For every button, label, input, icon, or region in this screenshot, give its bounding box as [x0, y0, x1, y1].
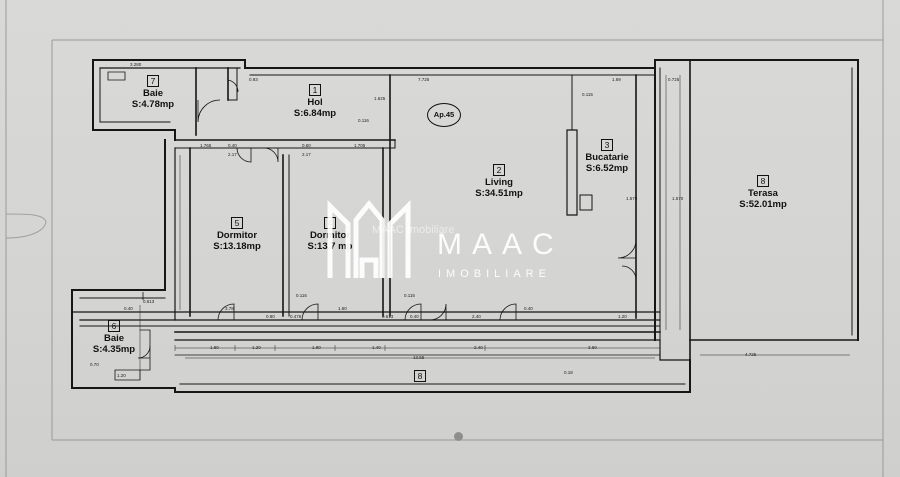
- room-area: S:6.84mp: [293, 108, 337, 119]
- room-number: 7: [147, 75, 159, 87]
- room-name: Baie: [103, 333, 125, 344]
- dim-label: 0.115: [582, 92, 593, 97]
- dimension-lines: [139, 75, 850, 380]
- door-swings: [137, 79, 637, 359]
- dim-label: 0.115: [404, 293, 415, 298]
- dim-label: 1.705: [354, 143, 366, 148]
- room-terasa-label: 8 Terasa S:52.01mp: [728, 175, 798, 210]
- dim-label: 0.80: [266, 314, 275, 319]
- watermark-subtitle: IMOBILIARE: [438, 268, 551, 280]
- dim-label: 1.40: [372, 345, 381, 350]
- dim-label: 0.40: [410, 314, 419, 319]
- room-name: Living: [485, 177, 513, 188]
- room-name: Baie: [142, 88, 164, 99]
- balcony-label: 8: [413, 370, 427, 383]
- room-area: S:52.01mp: [739, 199, 787, 210]
- watermark-faint-text: MAAC Imobiliare: [372, 224, 455, 236]
- apartment-tag: Ap.45: [427, 103, 461, 127]
- dim-label: 0.40: [524, 306, 533, 311]
- sheet-frame: [5, 0, 884, 477]
- dim-label: 13.55: [413, 355, 425, 360]
- room-number: 5: [231, 217, 243, 229]
- dim-label: 0.70: [90, 362, 99, 367]
- watermark-brand: MAAC: [437, 228, 564, 261]
- dim-label: 0.613: [382, 314, 394, 319]
- room-hol-label: 1 Hol S:6.84mp: [288, 84, 342, 119]
- room-number: 8: [757, 175, 769, 187]
- dim-label: 1.20: [117, 373, 126, 378]
- room-living-label: 2 Living S:34.51mp: [468, 164, 530, 199]
- dim-label: 0.60: [302, 143, 311, 148]
- dim-label: 2.40: [474, 345, 483, 350]
- dim-label: 2.40: [472, 314, 481, 319]
- dim-label: 1.60: [338, 306, 347, 311]
- walls: [71, 59, 859, 393]
- maac-logo-icon: [327, 199, 411, 278]
- dim-label: 1.625: [374, 96, 386, 101]
- dim-label: 2.17: [228, 152, 237, 157]
- dim-label: 1.69: [612, 77, 621, 82]
- dim-label: 0.613: [143, 299, 155, 304]
- dim-label: 1.80: [312, 345, 321, 350]
- dim-label: 1.20: [618, 314, 627, 319]
- dim-label: 0.476: [290, 314, 302, 319]
- dim-label: 0.116: [296, 293, 307, 298]
- dim-label: 3.78: [225, 306, 234, 311]
- room-number: 2: [493, 164, 505, 176]
- room-area: S:13.18mp: [213, 241, 261, 252]
- room-number: 1: [309, 84, 321, 96]
- room-name: Terasa: [748, 188, 778, 199]
- dim-label: 1.570: [672, 196, 684, 201]
- dim-label: 3.60: [588, 345, 597, 350]
- room-baie-7-label: 7 Baie S:4.78mp: [124, 75, 182, 110]
- dim-label: 0.40: [228, 143, 237, 148]
- dim-label: 0.18: [564, 370, 573, 375]
- dim-label: 3.280: [130, 62, 142, 67]
- room-name: Hol: [307, 97, 323, 108]
- dim-label: 1.570: [626, 196, 638, 201]
- room-bucatarie-label: 3 Bucatarie S:6.52mp: [578, 139, 636, 174]
- room-number: 3: [601, 139, 613, 151]
- room-name: Bucatarie: [585, 152, 629, 163]
- room-number: 8: [414, 370, 426, 382]
- scan-spot: [454, 432, 463, 441]
- dim-label: 0.116: [358, 118, 369, 123]
- room-baie-6-label: 6 Baie S:4.35mp: [86, 320, 142, 355]
- dim-label: 0.93: [249, 77, 258, 82]
- room-name: Dormitor: [216, 230, 258, 241]
- dim-label: 1.765: [200, 143, 212, 148]
- dim-label: 7.725: [418, 77, 430, 82]
- dim-label: 4.725: [745, 352, 757, 357]
- dim-label: 2.17: [302, 152, 311, 157]
- dim-label: 1.80: [210, 345, 219, 350]
- room-number: 6: [108, 320, 120, 332]
- room-area: S:4.35mp: [92, 344, 136, 355]
- dim-label: 1.20: [252, 345, 261, 350]
- room-area: S:4.78mp: [131, 99, 175, 110]
- room-area: S:6.52mp: [585, 163, 629, 174]
- room-area: S:34.51mp: [475, 188, 523, 199]
- room-dormitor-5-label: 5 Dormitor S:13.18mp: [204, 217, 270, 252]
- dim-label: 0.725: [668, 77, 680, 82]
- dim-label: 0.40: [124, 306, 133, 311]
